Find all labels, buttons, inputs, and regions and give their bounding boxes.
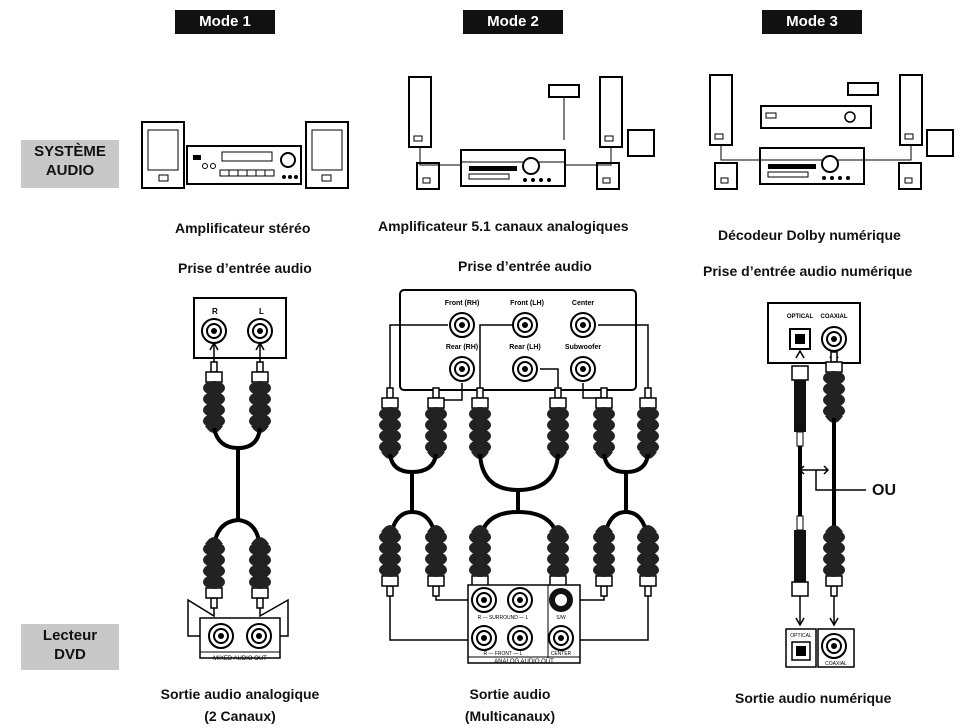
digital-input-panel: OPTICAL COAXIAL	[767, 302, 861, 364]
dvd-player-line1: Lecteur	[42, 627, 98, 644]
front-lh-label: Front (LH)	[510, 300, 544, 307]
surround-system-image	[408, 76, 655, 190]
rear-rh-label: Rear (RH)	[446, 344, 478, 351]
jack-front-rh	[449, 312, 475, 338]
or-label: OU	[872, 482, 896, 499]
audio-input-caption-1: Prise d’entrée audio	[178, 260, 312, 276]
stereo-amp-caption: Amplificateur stéréo	[175, 220, 311, 236]
input-jack-r	[201, 318, 227, 344]
jack-rear-lh	[512, 356, 538, 382]
dolby-system-image	[709, 74, 954, 190]
analog-audio-out-panel: R — SURROUND — L S/W R — FRONT — L CENTE…	[467, 584, 581, 665]
center-label: Center	[572, 300, 594, 307]
dvd-player-label: Lecteur DVD	[21, 624, 119, 670]
mode-3-label: Mode 3	[762, 10, 862, 34]
coaxial-input-label: COAXIAL	[821, 314, 848, 320]
optical-input-label: OPTICAL	[787, 314, 814, 320]
jack-l-label: L	[259, 307, 264, 316]
mode-1-label: Mode 1	[175, 10, 275, 34]
coaxial-cable	[822, 351, 846, 597]
jack-subwoofer	[570, 356, 596, 382]
digital-input-caption: Prise d’entrée audio numérique	[703, 263, 913, 279]
front-rh-label: Front (RH)	[445, 300, 480, 307]
dvd-digital-panel: OPTICAL COAXIAL	[785, 628, 855, 668]
sw-panel-label: S/W	[556, 615, 566, 621]
surround-cables	[388, 453, 650, 541]
surround-panel-label: R — SURROUND — L	[478, 615, 529, 621]
digital-output-caption: Sortie audio numérique	[735, 690, 892, 706]
analog-51-amp-caption: Amplificateur 5.1 canaux analogiques	[378, 218, 629, 234]
multichannel-output-line2: (Multicanaux)	[464, 708, 556, 724]
multichannel-output-line1: Sortie audio	[469, 686, 551, 702]
audio-system-label: SYSTÈME AUDIO	[21, 140, 119, 188]
audio-system-line2: AUDIO	[45, 162, 95, 179]
mode-2-label: Mode 2	[463, 10, 563, 34]
surround-top-plugs	[378, 387, 660, 460]
dvd-mixed-panel: MIXED AUDIO OUT	[199, 617, 281, 662]
plug-r-top	[202, 361, 226, 434]
mixed-audio-out-label: MIXED AUDIO OUT	[213, 656, 267, 662]
plug-l-top	[248, 361, 272, 434]
analog-audio-out-label: ANALOG AUDIO OUT	[494, 659, 554, 665]
stereo-input-panel: R L	[193, 297, 287, 359]
stereo-system-image	[141, 121, 349, 189]
analog-output-line2: (2 Canaux)	[204, 708, 276, 724]
analog-output-caption: Sortie audio analogique (2 Canaux)	[150, 683, 330, 727]
jack-front-lh	[512, 312, 538, 338]
multichannel-output-caption: Sortie audio (Multicanaux)	[440, 683, 580, 727]
optical-cable	[791, 365, 809, 597]
output-jack-r	[208, 623, 234, 649]
coaxial-output-label: COAXIAL	[825, 661, 847, 667]
rear-lh-label: Rear (LH)	[509, 344, 541, 351]
jack-rear-rh	[449, 356, 475, 382]
jack-r-label: R	[212, 307, 218, 316]
input-jack-l	[247, 318, 273, 344]
coaxial-output-jack	[821, 633, 847, 659]
audio-input-caption-2: Prise d’entrée audio	[458, 258, 592, 274]
dvd-player-line2: DVD	[54, 646, 86, 663]
audio-system-line1: SYSTÈME	[34, 143, 106, 160]
dolby-decoder-caption: Décodeur Dolby numérique	[718, 227, 901, 243]
output-jack-l	[246, 623, 272, 649]
jack-center	[570, 312, 596, 338]
analog-output-line1: Sortie audio analogique	[160, 686, 320, 702]
coaxial-input-jack	[821, 326, 847, 352]
front-panel-label: R — FRONT — L	[483, 651, 522, 657]
surround-input-panel: Front (RH) Front (LH) Center Rear (RH) R…	[399, 289, 637, 391]
subwoofer-label: Subwoofer	[565, 344, 601, 351]
center-panel-label: CENTER	[551, 651, 572, 657]
optical-output-label: OPTICAL	[790, 633, 812, 639]
